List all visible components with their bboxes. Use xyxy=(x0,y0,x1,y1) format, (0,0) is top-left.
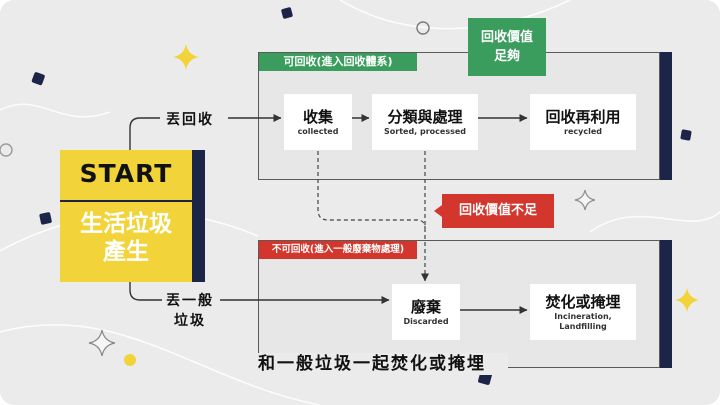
circle-outline-icon xyxy=(416,21,430,35)
navy-square-icon xyxy=(31,72,45,86)
background-curve xyxy=(339,0,571,30)
footer-note: 和一般垃圾一起焚化或掩埋 xyxy=(236,353,508,375)
background-curve xyxy=(0,103,111,118)
step-recycled: 回收再利用 recycled xyxy=(530,94,636,150)
branch-label-recycle: 丟回收 xyxy=(166,112,214,128)
step-collect: 收集 collected xyxy=(284,94,352,150)
yellow-dot-icon xyxy=(124,354,136,366)
callout-notch xyxy=(434,205,442,217)
step-subtitle: recycled xyxy=(564,127,602,136)
branch-label-general: 丟一般 垃圾 xyxy=(164,291,216,331)
connector-start-to-general xyxy=(129,282,162,301)
step-subtitle: Incineration, xyxy=(554,312,612,321)
callout-value-enough-line: 回收價值 xyxy=(480,30,533,45)
navy-square-icon xyxy=(680,129,692,141)
background-curve xyxy=(589,211,720,233)
step-title: 分類與處理 xyxy=(387,108,463,126)
step-subtitle: Sorted, processed xyxy=(383,127,466,136)
branch-label-general-line: 垃圾 xyxy=(174,313,206,329)
nonrecyclable-panel-label: 不可回收(進入一般廢棄物處理) xyxy=(259,241,417,259)
step-subtitle: collected xyxy=(297,127,339,136)
start-subtitle-line: 產生 xyxy=(103,239,149,265)
start-accent-bar xyxy=(192,150,205,282)
dashed-collect-to-discarded xyxy=(317,151,426,229)
nonrecyclable-panel-accent-bar xyxy=(660,240,672,368)
navy-square-icon xyxy=(39,212,52,225)
circle-outline-icon xyxy=(0,143,13,157)
step-title: 廢棄 xyxy=(410,298,441,316)
start-title: START xyxy=(79,159,173,188)
branch-label-general-line: 丟一般 xyxy=(166,293,214,309)
callout-value-enough: 回收價值 足夠 xyxy=(468,18,546,76)
yellow-star-icon xyxy=(675,288,699,312)
step-title: 焚化或掩埋 xyxy=(545,293,621,311)
navy-square-icon xyxy=(281,7,293,19)
start-subtitle: 生活垃圾 產生 xyxy=(60,210,192,266)
recyclable-panel-accent-bar xyxy=(660,52,672,180)
connector-start-to-recycle xyxy=(129,117,160,150)
step-title: 回收再利用 xyxy=(545,108,621,126)
start-divider xyxy=(60,200,192,202)
step-discarded: 廢棄 Discarded xyxy=(392,284,460,340)
sparkle-outline-icon xyxy=(88,329,116,357)
callout-value-insufficient: 回收價值不足 xyxy=(434,194,554,228)
start-node: START 生活垃圾 產生 xyxy=(60,150,192,282)
sparkle-outline-icon xyxy=(574,189,596,211)
step-title: 收集 xyxy=(302,108,333,126)
step-sort-process: 分類與處理 Sorted, processed xyxy=(372,94,478,150)
callout-value-enough-line: 足夠 xyxy=(493,49,520,64)
recyclable-panel-label: 可回收(進入回收體系) xyxy=(259,53,417,71)
yellow-star-icon xyxy=(173,44,199,70)
start-subtitle-line: 生活垃圾 xyxy=(80,211,172,237)
step-subtitle: Landfilling xyxy=(559,322,607,331)
step-incineration-landfilling: 焚化或掩埋 Incineration, Landfilling xyxy=(530,284,636,340)
background-curve xyxy=(0,323,321,405)
callout-value-insufficient-text: 回收價值不足 xyxy=(458,203,537,218)
step-subtitle: Discarded xyxy=(403,317,449,326)
